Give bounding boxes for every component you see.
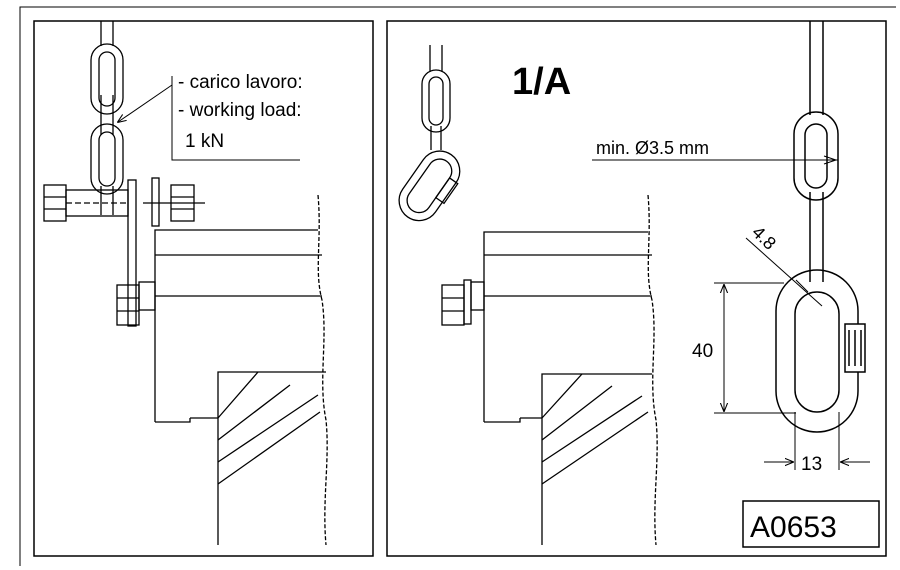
dim-wire-label: min. Ø3.5 mm: [596, 138, 709, 158]
machine-body-right: [441, 194, 658, 546]
outer-frame: [19, 6, 896, 566]
dim-thickness-line: [745, 237, 823, 307]
right-panel: 1/A: [386, 20, 887, 557]
chain-icon: [90, 21, 124, 215]
working-load-value: 1 kN: [185, 131, 224, 152]
dim-height-label: 40: [692, 341, 713, 362]
left-panel: - carico lavoro: - working load: 1 kN: [33, 20, 374, 557]
working-load-label-it: - carico lavoro:: [178, 72, 303, 93]
dim-thickness-label: 4.8: [748, 222, 780, 254]
bolt-icon: [43, 177, 205, 327]
machine-body: [116, 194, 328, 546]
label-bracket: [171, 76, 300, 161]
dim-width-label: 13: [801, 454, 822, 475]
dim-thickness-arrow: [795, 279, 809, 293]
left-panel-border: [33, 20, 374, 557]
figure-title: 1/A: [512, 61, 571, 103]
dim-wire-arrow: [823, 155, 838, 165]
ref-code-box: [742, 500, 880, 548]
ref-code-label: A0653: [750, 511, 837, 544]
working-load-label-en: - working load:: [178, 100, 302, 121]
snap-hook-icon: [398, 45, 461, 222]
right-panel-border: [386, 20, 887, 557]
chain-link-detail: [775, 21, 866, 433]
leader-arrow: [118, 84, 173, 122]
